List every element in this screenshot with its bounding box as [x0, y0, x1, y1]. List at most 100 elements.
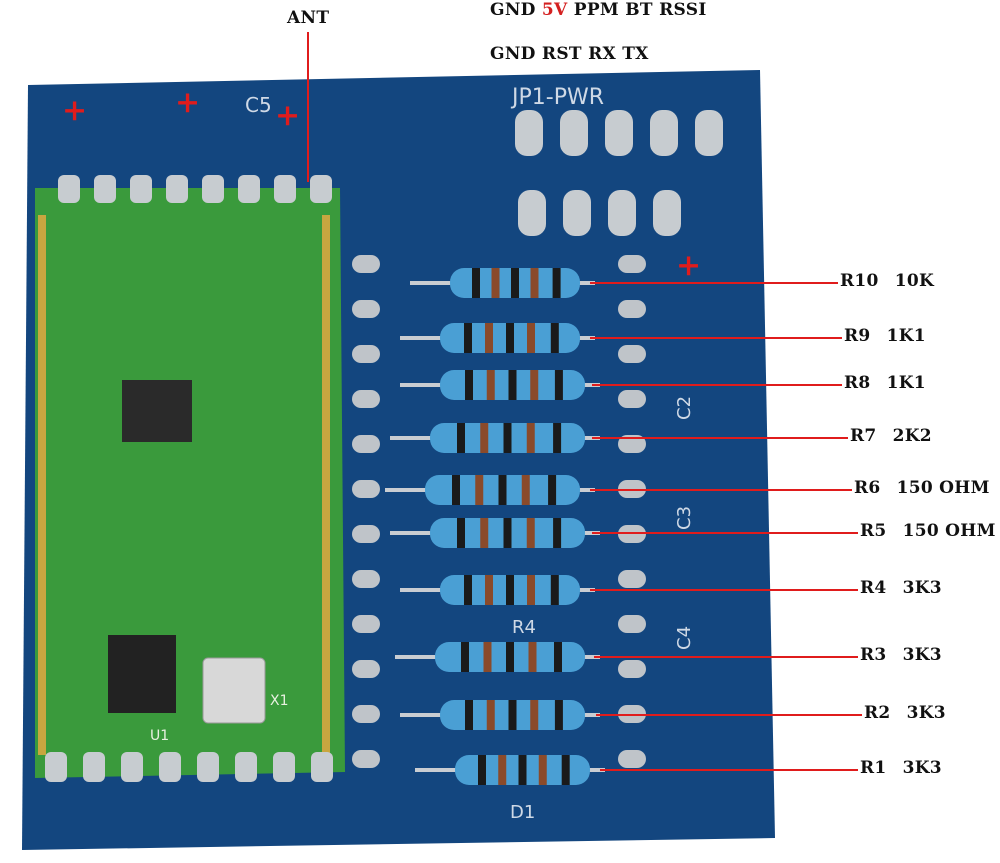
crystal	[202, 657, 266, 724]
color-band	[485, 575, 493, 605]
resistor-name: R7	[850, 426, 877, 446]
color-band	[457, 423, 465, 453]
module-pin	[274, 175, 296, 203]
resistor-name: R9	[844, 326, 871, 346]
color-band	[452, 475, 460, 505]
regulator-chip	[122, 380, 192, 442]
color-band	[550, 323, 559, 353]
resistor-value: 3K3	[902, 578, 942, 598]
resistor-label-r8: R8 1K1	[844, 373, 926, 393]
resistor-value: 3K3	[902, 758, 942, 778]
solder-pad	[352, 255, 380, 273]
resistor-name: R5	[860, 521, 887, 541]
resistor-value: 1K1	[886, 373, 926, 393]
solder-pad	[618, 750, 646, 768]
module-pin	[311, 752, 333, 782]
color-band	[506, 323, 514, 353]
solder-pad	[352, 345, 380, 363]
solder-pad	[618, 660, 646, 678]
module-pin	[159, 752, 181, 782]
header-pad	[605, 110, 633, 156]
solder-pad	[352, 435, 380, 453]
module-pin	[121, 752, 143, 782]
color-band	[554, 700, 563, 730]
resistor-name: R8	[844, 373, 871, 393]
color-band	[503, 423, 512, 453]
color-band	[530, 370, 539, 400]
color-band	[511, 268, 519, 298]
color-band	[561, 755, 570, 785]
color-band	[521, 475, 530, 505]
header-pad	[560, 110, 588, 156]
silk-d1: D1	[510, 802, 535, 823]
resistor-name: R4	[860, 578, 887, 598]
header-pad	[563, 190, 591, 236]
color-band	[486, 700, 495, 730]
solder-pad	[618, 345, 646, 363]
color-band	[498, 475, 507, 505]
module-pin	[238, 175, 260, 203]
silk-c5: C5	[245, 93, 272, 117]
module-pin	[94, 175, 116, 203]
module-pin	[202, 175, 224, 203]
resistor-value: 3K3	[902, 645, 942, 665]
color-band	[491, 268, 500, 298]
resistor-value: 150 OHM	[896, 478, 990, 498]
resistor-name: R2	[864, 703, 891, 723]
solder-pad	[618, 390, 646, 408]
color-band	[527, 323, 535, 353]
color-band	[554, 370, 563, 400]
color-band	[530, 268, 539, 298]
solder-pad	[352, 525, 380, 543]
resistor-name: R10	[840, 271, 879, 291]
color-band	[465, 700, 473, 730]
signal-labels: PPM BT RSSI	[573, 0, 707, 20]
silk-x1: X1	[270, 693, 289, 709]
color-band	[526, 423, 535, 453]
module-pin	[273, 752, 295, 782]
resistor-label-r6: R6 150 OHM	[854, 478, 990, 498]
solder-pad	[618, 435, 646, 453]
color-band	[548, 475, 557, 505]
color-band	[508, 700, 517, 730]
solder-pad	[618, 615, 646, 633]
module-pin	[45, 752, 67, 782]
silk-c2: C2	[674, 396, 695, 420]
header-pad	[695, 110, 723, 156]
module-pin	[83, 752, 105, 782]
antenna-label: ANT	[287, 8, 330, 28]
color-band	[506, 642, 514, 672]
color-band	[457, 518, 465, 548]
color-band	[464, 323, 472, 353]
resistor-name: R6	[854, 478, 881, 498]
solder-pad	[352, 300, 380, 318]
solder-pad	[352, 615, 380, 633]
color-band	[472, 268, 480, 298]
header-bottom-label: GND RST RX TX	[490, 44, 649, 64]
solder-pad	[352, 750, 380, 768]
header-pad	[515, 110, 543, 156]
rf-chip	[108, 635, 176, 713]
header-pad	[608, 190, 636, 236]
color-band	[461, 642, 469, 672]
module-pin	[58, 175, 80, 203]
header-pad	[518, 190, 546, 236]
resistor-label-r4: R4 3K3	[860, 578, 942, 598]
header-top-label: GND 5V PPM BT RSSI	[490, 0, 707, 20]
color-band	[480, 423, 489, 453]
color-band	[538, 755, 547, 785]
color-band	[554, 642, 562, 672]
silk-u1: U1	[150, 728, 169, 744]
solder-pad	[352, 390, 380, 408]
silk-jp1: JP1-PWR	[510, 85, 604, 110]
color-band	[530, 700, 539, 730]
silk-c4: C4	[674, 626, 695, 650]
solder-pad	[352, 480, 380, 498]
5v-label: 5V	[541, 0, 568, 20]
